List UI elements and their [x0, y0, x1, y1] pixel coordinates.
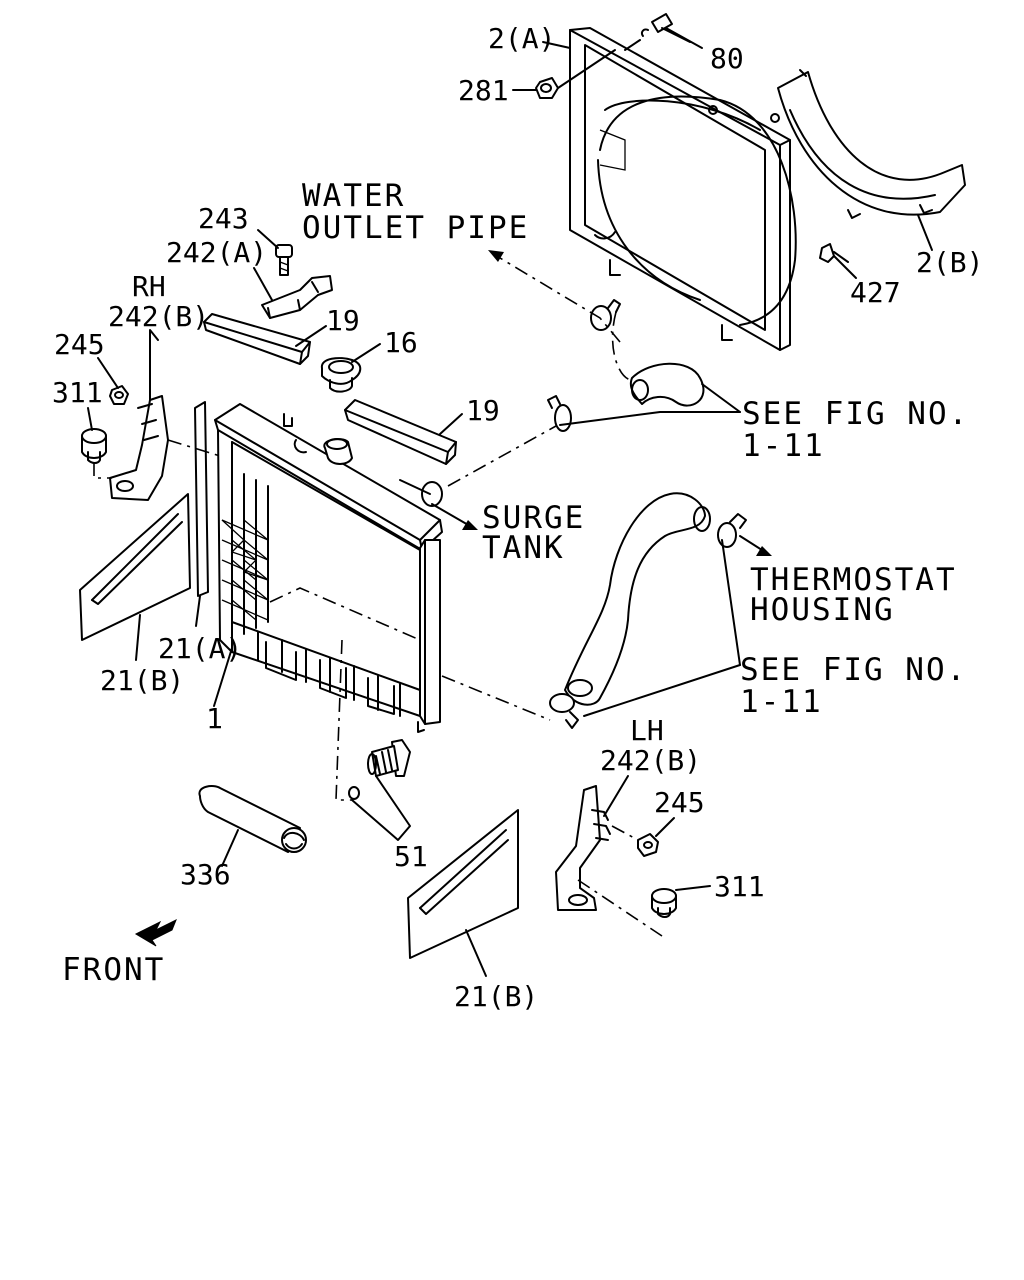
- label-243: 243: [198, 202, 249, 235]
- label-21a: 21(A): [158, 632, 242, 665]
- label-21b-left: 21(B): [100, 664, 184, 697]
- label-see-fig-upper-num: 1-11: [742, 428, 825, 464]
- seal-21a-part[interactable]: [194, 401, 209, 597]
- bolt-243-part[interactable]: [275, 244, 293, 276]
- label-surge-tank-line1: SURGE: [482, 500, 585, 536]
- label-surge-tank-line2: TANK: [482, 530, 565, 566]
- label-336: 336: [180, 858, 231, 891]
- callout-labels: 2(A) 80 281 2(B) 427 WATER OUTLET PIPE 2…: [52, 22, 983, 1013]
- fan-shroud-part[interactable]: [569, 27, 797, 351]
- mount-311-lh-part[interactable]: [651, 888, 677, 918]
- nut-245-lh-part[interactable]: [611, 825, 659, 857]
- label-2a: 2(A): [488, 22, 555, 55]
- label-281: 281: [458, 74, 509, 107]
- label-51: 51: [394, 840, 428, 873]
- radiator-1-part[interactable]: [214, 403, 443, 733]
- flow-lines: [269, 250, 772, 937]
- fan-guard-part[interactable]: [777, 69, 966, 219]
- label-front: FRONT: [62, 952, 165, 988]
- drain-plug-51-part[interactable]: [348, 739, 411, 800]
- bracket-242b-lh-part[interactable]: [555, 785, 611, 911]
- label-21b-bottom: 21(B): [454, 980, 538, 1013]
- bolt-80-part[interactable]: [624, 13, 691, 51]
- radiator-cap-16-part[interactable]: [320, 357, 362, 393]
- nut-281-part[interactable]: [535, 49, 616, 99]
- seal-19-top-part[interactable]: [203, 313, 311, 365]
- upper-hose-part[interactable]: [629, 362, 705, 407]
- nut-245-rh-part[interactable]: [109, 385, 129, 405]
- mount-311-rh-part[interactable]: [81, 428, 112, 479]
- label-thermostat-line1: THERMOSTAT: [750, 562, 957, 598]
- label-16: 16: [384, 326, 418, 359]
- clamp-lower-2-part[interactable]: [549, 693, 579, 729]
- label-see-fig-lower-num: 1-11: [740, 684, 823, 720]
- label-water-outlet-line2: OUTLET PIPE: [302, 210, 529, 246]
- bracket-242b-rh-part[interactable]: [109, 329, 169, 501]
- label-245-lh: 245: [654, 786, 705, 819]
- label-80: 80: [710, 42, 744, 75]
- seal-19-mid-part[interactable]: [344, 399, 457, 465]
- bracket-242a-part[interactable]: [261, 275, 333, 319]
- label-427: 427: [850, 276, 901, 309]
- label-water-outlet-line1: WATER: [302, 178, 405, 214]
- label-see-fig-upper: SEE FIG NO.: [742, 396, 969, 432]
- label-rh: RH: [132, 270, 166, 303]
- label-2b: 2(B): [916, 246, 983, 279]
- front-arrow-icon: [134, 918, 177, 947]
- label-242a: 242(A): [166, 236, 267, 269]
- label-1: 1: [206, 702, 223, 735]
- label-245-rh: 245: [54, 328, 105, 361]
- lower-hose-part[interactable]: [564, 492, 711, 706]
- label-see-fig-lower: SEE FIG NO.: [740, 652, 967, 688]
- label-242b-rh: 242(B): [108, 300, 209, 333]
- clip-427-part[interactable]: [819, 243, 849, 263]
- label-242b-lh: 242(B): [600, 744, 701, 777]
- label-lh: LH: [630, 714, 664, 747]
- panel-21b-bottom-part[interactable]: [407, 809, 519, 959]
- leader-lines: [87, 27, 933, 977]
- label-311-rh: 311: [52, 376, 103, 409]
- label-19-top: 19: [326, 304, 360, 337]
- label-311-lh: 311: [714, 870, 765, 903]
- insulator-336-part[interactable]: [198, 785, 307, 853]
- panel-21b-left-part[interactable]: [79, 493, 191, 641]
- label-19-mid: 19: [466, 394, 500, 427]
- label-thermostat-line2: HOUSING: [750, 592, 895, 628]
